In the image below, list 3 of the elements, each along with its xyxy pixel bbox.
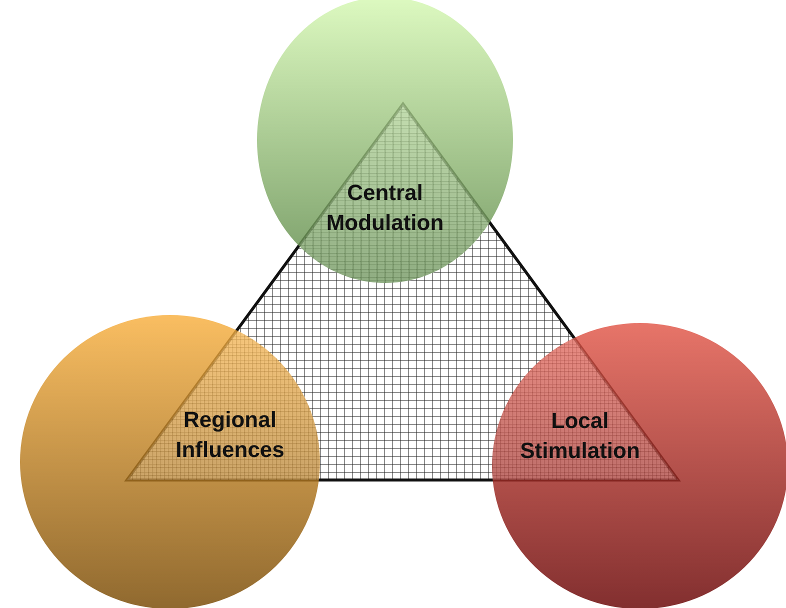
node-label: Local Stimulation — [519, 407, 641, 465]
node-label: Regional Influences — [174, 406, 286, 464]
node-label: Central Modulation — [325, 179, 445, 237]
